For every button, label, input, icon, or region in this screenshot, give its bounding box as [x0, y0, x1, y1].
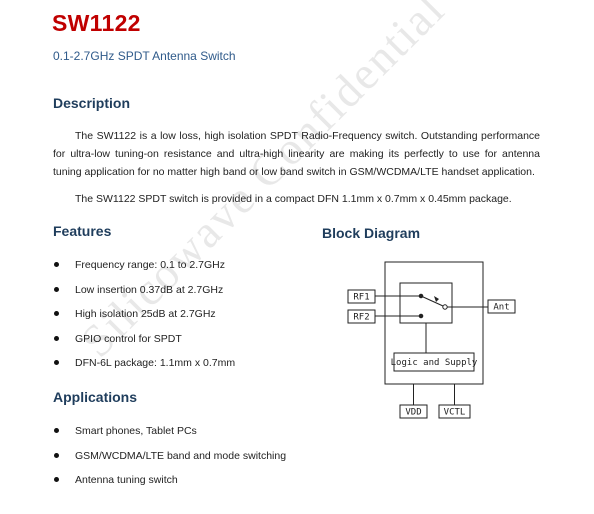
- vctl-label: VCTL: [444, 408, 466, 418]
- list-item: DFN-6L package: 1.1mm x 0.7mm: [53, 356, 235, 381]
- description-paragraph-1: The SW1122 is a low loss, high isolation…: [53, 130, 540, 178]
- product-subtitle: 0.1-2.7GHz SPDT Antenna Switch: [53, 49, 236, 63]
- bullet-icon: [54, 477, 59, 482]
- product-title: SW1122: [52, 10, 141, 36]
- features-list: Frequency range: 0.1 to 2.7GHz Low inser…: [53, 258, 235, 381]
- list-item: Antenna tuning switch: [53, 473, 286, 498]
- block-diagram: RF1 RF2 Ant Logic and Supply VDD VCTL: [347, 261, 516, 419]
- list-item: GSM/WCDMA/LTE band and mode switching: [53, 449, 286, 474]
- list-item: Frequency range: 0.1 to 2.7GHz: [53, 258, 235, 283]
- logic-supply-label: Logic and Supply: [391, 358, 478, 368]
- bullet-icon: [54, 335, 59, 341]
- bullet-icon: [54, 311, 59, 316]
- features-heading: Features: [53, 223, 112, 239]
- list-item: Low insertion 0.37dB at 2.7GHz: [53, 283, 235, 308]
- list-item: GPIO control for SPDT: [53, 332, 235, 357]
- list-item: High isolation 25dB at 2.7GHz: [53, 307, 235, 332]
- rf2-label: RF2: [353, 313, 369, 323]
- bullet-icon: [54, 262, 59, 267]
- ant-label: Ant: [493, 303, 509, 313]
- list-item: Smart phones, Tablet PCs: [53, 424, 286, 449]
- applications-heading: Applications: [53, 389, 138, 405]
- package-outline: [384, 261, 484, 385]
- logic-supply-block: [393, 352, 475, 372]
- switch-box: [399, 282, 453, 324]
- vdd-label: VDD: [405, 408, 421, 418]
- block-diagram-heading: Block Diagram: [322, 225, 421, 241]
- switch-arm: [420, 295, 444, 307]
- bullet-icon: [54, 428, 59, 433]
- ant-port: [487, 299, 516, 314]
- rf1-label: RF1: [353, 293, 369, 303]
- description-paragraph-2: The SW1122 SPDT switch is provided in a …: [75, 193, 512, 205]
- applications-list: Smart phones, Tablet PCs GSM/WCDMA/LTE b…: [53, 424, 286, 498]
- description-heading: Description: [53, 95, 131, 111]
- bullet-icon: [54, 360, 59, 365]
- bullet-icon: [54, 452, 59, 458]
- bullet-icon: [54, 286, 59, 292]
